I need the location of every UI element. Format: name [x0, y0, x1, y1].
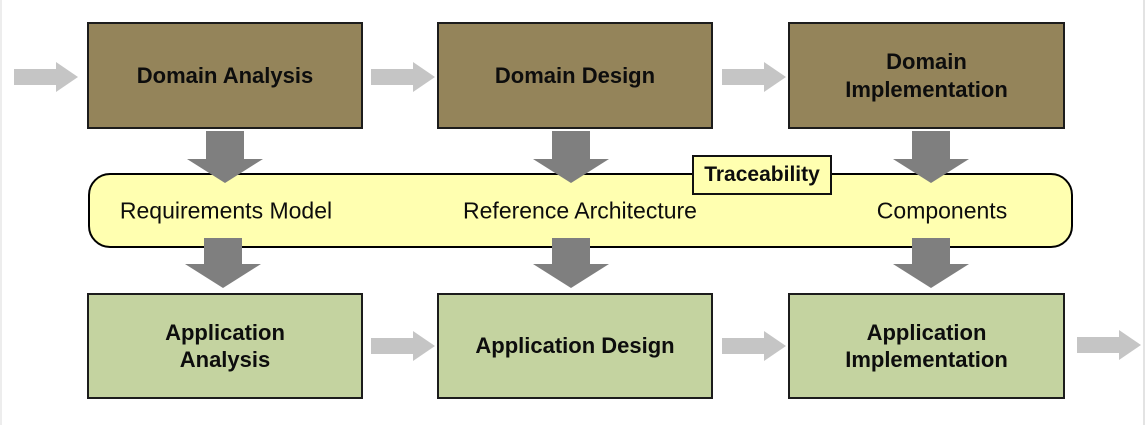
traceability-tag: Traceability: [692, 155, 832, 195]
band-label-components: Components: [876, 197, 1008, 223]
page-edge-left: [0, 0, 2, 425]
artifact-band: Requirements Model Reference Architectur…: [88, 173, 1073, 248]
flow-arrow-right-icon: [371, 331, 435, 361]
map-arrow-down-icon: [533, 131, 609, 183]
flow-arrow-right-icon: [14, 62, 78, 92]
map-arrow-down-icon: [533, 238, 609, 288]
map-arrow-down-icon: [893, 238, 969, 288]
box-label: Application Design: [475, 333, 675, 359]
box-label: Domain Implementation: [845, 49, 1008, 102]
flow-arrow-right-icon: [1077, 330, 1141, 360]
box-application-implementation: Application Implementation: [788, 293, 1065, 399]
page-edge-right: [1143, 0, 1145, 425]
map-arrow-down-icon: [893, 131, 969, 183]
box-label: Application Analysis: [165, 319, 285, 373]
band-label-requirements-model: Requirements Model: [119, 197, 333, 223]
band-label-reference-architecture: Reference Architecture: [463, 197, 697, 223]
map-arrow-down-icon: [187, 131, 263, 183]
flow-arrow-right-icon: [722, 62, 786, 92]
box-domain-implementation: Domain Implementation: [788, 22, 1065, 129]
map-arrow-down-icon: [185, 238, 261, 288]
flow-arrow-right-icon: [371, 62, 435, 92]
box-application-analysis: Application Analysis: [87, 293, 363, 399]
box-domain-design: Domain Design: [437, 22, 713, 129]
box-label: Domain Design: [494, 62, 656, 88]
box-label: Application Implementation: [845, 319, 1008, 373]
box-domain-analysis: Domain Analysis: [87, 22, 363, 129]
box-application-design: Application Design: [437, 293, 713, 399]
flow-arrow-right-icon: [722, 331, 786, 361]
box-label: Domain Analysis: [136, 62, 314, 88]
